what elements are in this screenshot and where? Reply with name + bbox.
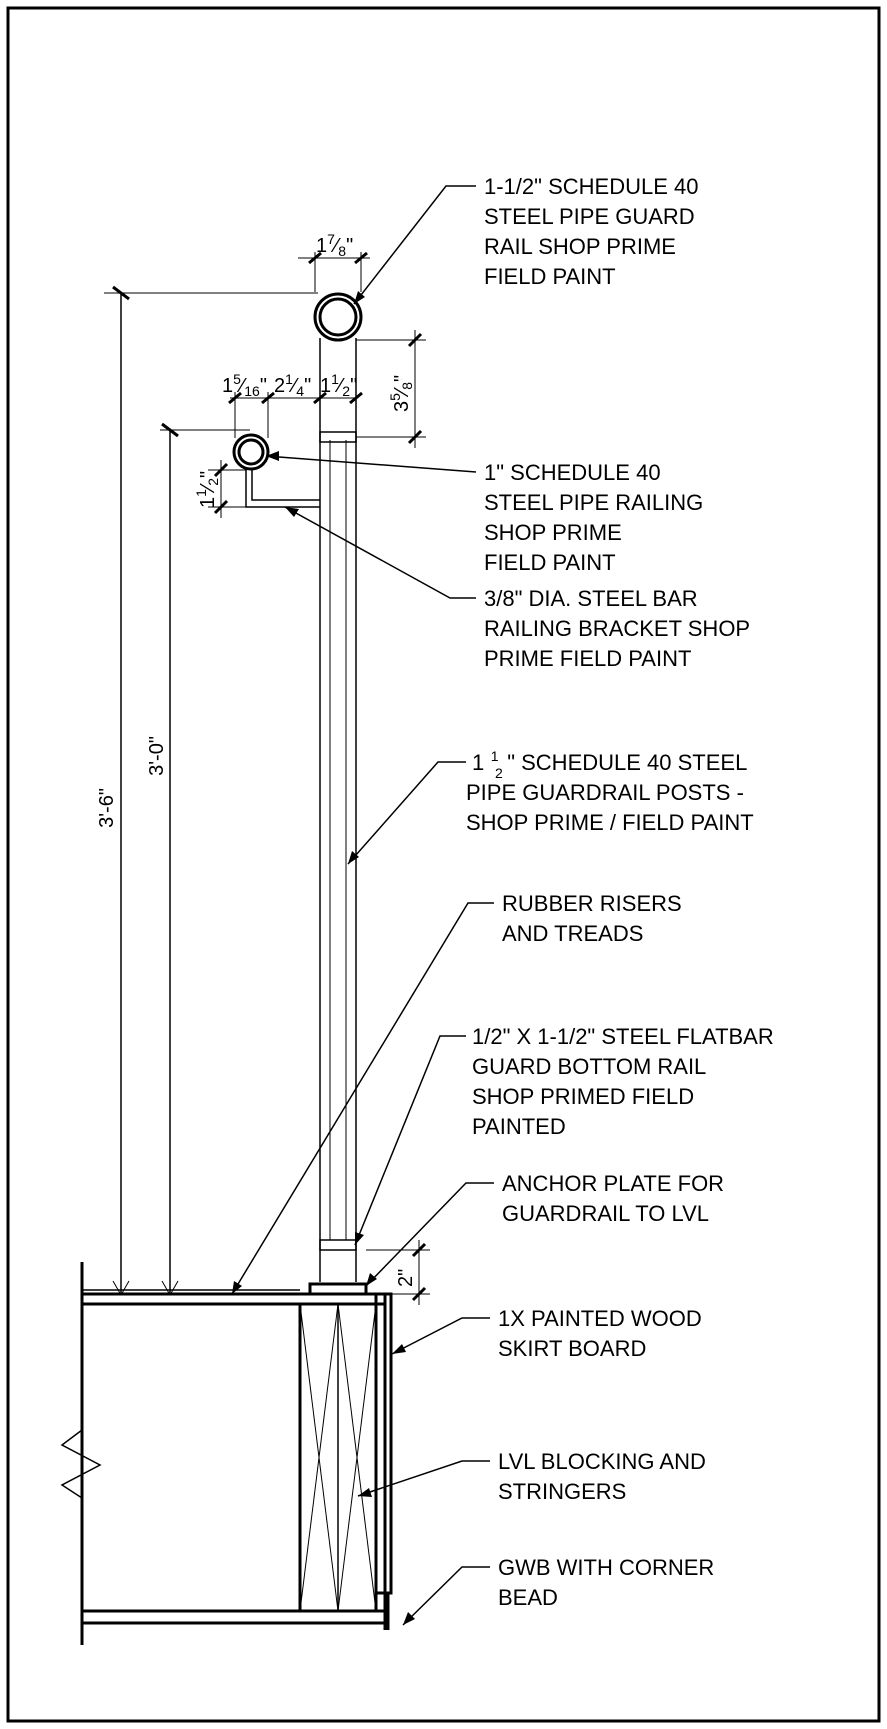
dimension-rail-to-post: 35⁄8" <box>356 330 426 448</box>
svg-text:RAILING BRACKET SHOP: RAILING BRACKET SHOP <box>484 616 750 641</box>
dimension-bracket-drop: 11⁄2" <box>193 460 246 518</box>
svg-text:RUBBER RISERS: RUBBER RISERS <box>502 891 682 916</box>
bracket-drop-dim-label: 11⁄2" <box>193 471 221 508</box>
note-anchor: ANCHOR PLATE FOR GUARDRAIL TO LVL <box>502 1171 724 1226</box>
handrail-pipe <box>232 433 270 471</box>
svg-text:1-1/2" SCHEDULE 40: 1-1/2" SCHEDULE 40 <box>484 174 698 199</box>
svg-text:PAINTED: PAINTED <box>472 1114 566 1139</box>
svg-text:FIELD PAINT: FIELD PAINT <box>484 550 616 575</box>
lvl-blocking <box>298 1302 378 1613</box>
svg-text:GWB WITH CORNER: GWB WITH CORNER <box>498 1555 714 1580</box>
note-handrail: 1" SCHEDULE 40 STEEL PIPE RAILING SHOP P… <box>484 460 703 575</box>
dimension-handrail-height: 3'-0" <box>146 422 250 1296</box>
svg-text:PIPE GUARDRAIL POSTS -: PIPE GUARDRAIL POSTS - <box>466 780 744 805</box>
note-risers: RUBBER RISERS AND TREADS <box>502 891 682 946</box>
note-skirt: 1X PAINTED WOOD SKIRT BOARD <box>498 1306 702 1361</box>
note-lvl: LVL BLOCKING AND STRINGERS <box>498 1449 706 1504</box>
svg-text:GUARDRAIL TO LVL: GUARDRAIL TO LVL <box>502 1201 709 1226</box>
svg-text:STEEL PIPE GUARD: STEEL PIPE GUARD <box>484 204 695 229</box>
svg-text:1X PAINTED WOOD: 1X PAINTED WOOD <box>498 1306 702 1331</box>
svg-text:SHOP PRIME: SHOP PRIME <box>484 520 622 545</box>
svg-text:SKIRT BOARD: SKIRT BOARD <box>498 1336 646 1361</box>
leader-arrow <box>354 291 365 304</box>
overall-height-label: 3'-6" <box>96 788 118 828</box>
svg-text:FIELD PAINT: FIELD PAINT <box>484 264 616 289</box>
anchor-plate <box>308 1282 368 1296</box>
dimension-plate-height: 2" <box>366 1240 430 1305</box>
svg-text:RAIL SHOP PRIME: RAIL SHOP PRIME <box>484 234 676 259</box>
top-rail-dim-label: 17⁄8" <box>316 231 353 259</box>
note-posts: 1 1 2 " SCHEDULE 40 STEEL PIPE GUARDRAIL… <box>466 748 754 835</box>
break-line <box>60 1379 102 1520</box>
posts-note-line-1: 1 1 2 " SCHEDULE 40 STEEL <box>472 748 747 782</box>
svg-text:SHOP PRIMED FIELD: SHOP PRIMED FIELD <box>472 1084 694 1109</box>
svg-text:STRINGERS: STRINGERS <box>498 1479 626 1504</box>
post-width-dim-label: 11⁄2" <box>320 371 357 399</box>
guardrail-post <box>319 338 357 1282</box>
svg-text:1/2" X 1-1/2" STEEL FLATBAR: 1/2" X 1-1/2" STEEL FLATBAR <box>472 1024 774 1049</box>
svg-text:1" SCHEDULE 40: 1" SCHEDULE 40 <box>484 460 661 485</box>
svg-text:ANCHOR PLATE FOR: ANCHOR PLATE FOR <box>502 1171 724 1196</box>
dimension-row-handrail: 15⁄16" 21⁄4" 11⁄2" <box>222 371 363 438</box>
note-flatbar: 1/2" X 1-1/2" STEEL FLATBAR GUARD BOTTOM… <box>472 1024 774 1139</box>
svg-text:PRIME FIELD PAINT: PRIME FIELD PAINT <box>484 646 691 671</box>
sheet-border <box>6 6 881 1723</box>
svg-text:3/8" DIA. STEEL BAR: 3/8" DIA. STEEL BAR <box>484 586 698 611</box>
skirt-board <box>374 1292 393 1630</box>
note-top-rail: 1-1/2" SCHEDULE 40 STEEL PIPE GUARD RAIL… <box>484 174 698 289</box>
rail-to-post-dim-label: 35⁄8" <box>387 375 415 412</box>
svg-text:LVL BLOCKING AND: LVL BLOCKING AND <box>498 1449 706 1474</box>
leaders <box>231 185 494 1626</box>
svg-text:STEEL PIPE RAILING: STEEL PIPE RAILING <box>484 490 703 515</box>
floor-structure <box>60 1262 388 1645</box>
handrail-dia-dim-label: 15⁄16" <box>222 371 267 399</box>
dimension-overall-height: 3'-6" <box>96 285 318 1296</box>
svg-text:GUARD BOTTOM RAIL: GUARD BOTTOM RAIL <box>472 1054 706 1079</box>
plate-height-label: 2" <box>395 1269 417 1287</box>
note-gwb: GWB WITH CORNER BEAD <box>498 1555 714 1610</box>
note-bracket: 3/8" DIA. STEEL BAR RAILING BRACKET SHOP… <box>484 586 750 671</box>
svg-text:SHOP PRIME / FIELD PAINT: SHOP PRIME / FIELD PAINT <box>466 810 754 835</box>
top-rail-pipe <box>313 292 363 342</box>
dimension-top-rail-diameter: 17⁄8" <box>298 231 370 292</box>
handrail-height-label: 3'-0" <box>146 736 168 776</box>
svg-text:BEAD: BEAD <box>498 1585 558 1610</box>
svg-text:AND TREADS: AND TREADS <box>502 921 643 946</box>
railing-bracket <box>245 468 320 508</box>
clearance-dim-label: 21⁄4" <box>274 371 311 399</box>
